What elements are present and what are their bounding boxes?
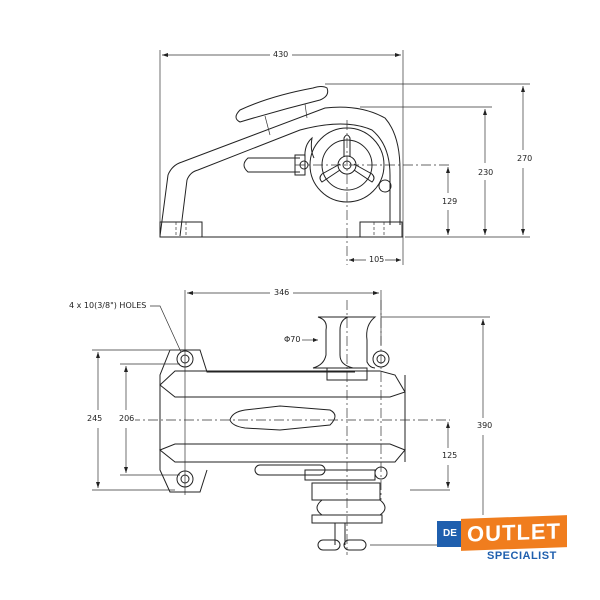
- dim-hole-spacing-length: 346: [273, 288, 291, 298]
- dim-total-depth: 390: [476, 421, 494, 431]
- dim-shaft-offset: 105: [368, 255, 386, 265]
- top-view: [92, 290, 490, 555]
- dim-hole-spacing-width: 206: [118, 414, 136, 424]
- dim-gypsy-diameter: Φ70: [283, 335, 302, 345]
- logo-de: DE: [437, 521, 463, 547]
- logo-specialist: SPECIALIST: [487, 550, 557, 562]
- dim-center-offset: 125: [441, 451, 459, 461]
- side-view: [159, 50, 530, 265]
- holes-note: 4 x 10(3/8") HOLES: [68, 301, 148, 311]
- dim-base-width: 245: [86, 414, 104, 424]
- brand-logo: DE OUTLET SPECIALIST: [437, 515, 577, 567]
- dim-shaft-height: 129: [441, 197, 459, 207]
- dim-height-total: 270: [516, 154, 534, 164]
- dim-height-body: 230: [477, 168, 495, 178]
- logo-outlet: OUTLET: [461, 515, 567, 551]
- dim-overall-length: 430: [272, 50, 290, 60]
